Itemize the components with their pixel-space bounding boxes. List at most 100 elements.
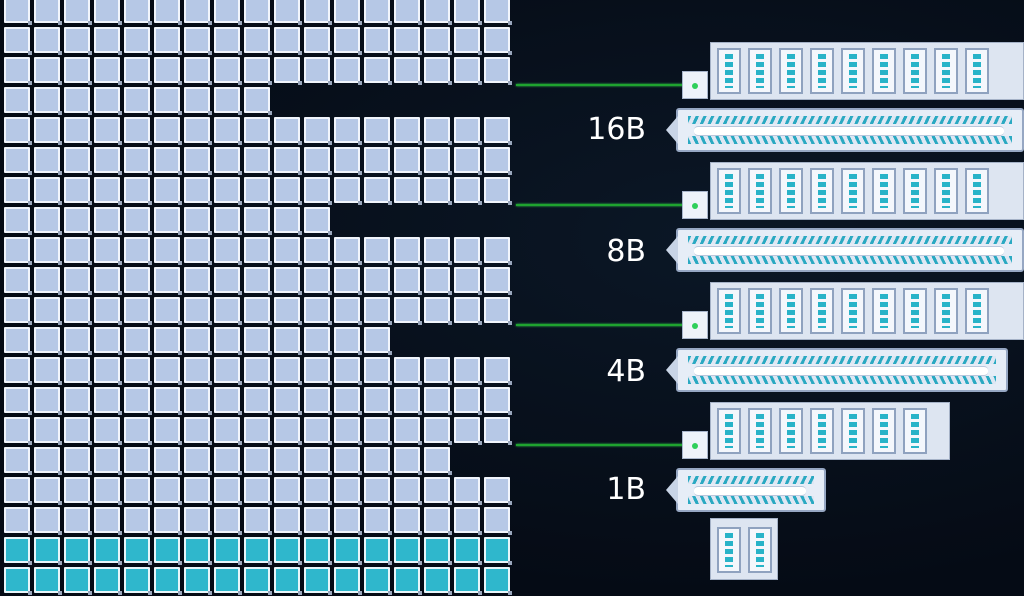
active-memory-cell[interactable] <box>304 537 332 565</box>
active-memory-cell[interactable] <box>214 537 242 565</box>
memory-cell[interactable] <box>334 447 362 475</box>
memory-cell[interactable] <box>34 447 62 475</box>
memory-cell[interactable] <box>454 117 482 145</box>
memory-cell[interactable] <box>184 417 212 445</box>
active-memory-cell[interactable] <box>454 537 482 565</box>
memory-cell[interactable] <box>124 87 152 115</box>
memory-cell[interactable] <box>154 57 182 85</box>
memory-cell[interactable] <box>64 387 92 415</box>
ram-chip[interactable] <box>872 168 896 214</box>
memory-cell[interactable] <box>64 57 92 85</box>
memory-cell[interactable] <box>424 177 452 205</box>
memory-cell[interactable] <box>364 267 392 295</box>
memory-cell[interactable] <box>364 477 392 505</box>
active-memory-cell[interactable] <box>364 537 392 565</box>
memory-cell[interactable] <box>94 57 122 85</box>
memory-cell[interactable] <box>34 507 62 535</box>
memory-cell[interactable] <box>484 0 512 25</box>
memory-cell[interactable] <box>394 507 422 535</box>
memory-cell[interactable] <box>154 27 182 55</box>
memory-cell[interactable] <box>4 117 32 145</box>
memory-cell[interactable] <box>94 0 122 25</box>
memory-cell[interactable] <box>214 0 242 25</box>
memory-cell[interactable] <box>214 27 242 55</box>
memory-cell[interactable] <box>124 267 152 295</box>
ram-chip[interactable] <box>841 408 865 454</box>
memory-cell[interactable] <box>64 27 92 55</box>
memory-cell[interactable] <box>454 387 482 415</box>
memory-cell[interactable] <box>4 177 32 205</box>
memory-cell[interactable] <box>274 447 302 475</box>
ram-chip[interactable] <box>841 48 865 94</box>
memory-cell[interactable] <box>64 147 92 175</box>
memory-cell[interactable] <box>334 0 362 25</box>
memory-cell[interactable] <box>4 297 32 325</box>
active-memory-cell[interactable] <box>124 567 152 595</box>
memory-cell[interactable] <box>304 207 332 235</box>
active-memory-cell[interactable] <box>424 537 452 565</box>
memory-cell[interactable] <box>394 447 422 475</box>
memory-cell[interactable] <box>94 177 122 205</box>
memory-cell[interactable] <box>34 237 62 265</box>
memory-cell[interactable] <box>214 267 242 295</box>
memory-cell[interactable] <box>154 177 182 205</box>
memory-cell[interactable] <box>244 117 272 145</box>
ram-chip[interactable] <box>872 408 896 454</box>
memory-cell[interactable] <box>364 147 392 175</box>
memory-cell[interactable] <box>64 177 92 205</box>
ram-chip[interactable] <box>903 288 927 334</box>
ram-chip[interactable] <box>965 48 989 94</box>
memory-cell[interactable] <box>64 0 92 25</box>
memory-cell[interactable] <box>184 447 212 475</box>
memory-cell[interactable] <box>64 417 92 445</box>
memory-cell[interactable] <box>304 27 332 55</box>
memory-cell[interactable] <box>34 297 62 325</box>
port-4b[interactable] <box>682 311 708 339</box>
memory-cell[interactable] <box>274 57 302 85</box>
memory-cell[interactable] <box>214 387 242 415</box>
memory-cell[interactable] <box>274 387 302 415</box>
memory-cell[interactable] <box>304 387 332 415</box>
memory-cell[interactable] <box>424 477 452 505</box>
memory-cell[interactable] <box>274 327 302 355</box>
memory-cell[interactable] <box>154 387 182 415</box>
memory-cell[interactable] <box>184 237 212 265</box>
port-1b[interactable] <box>682 431 708 459</box>
memory-cell[interactable] <box>124 57 152 85</box>
memory-cell[interactable] <box>244 327 272 355</box>
memory-cell[interactable] <box>304 267 332 295</box>
ram-chip[interactable] <box>748 288 772 334</box>
memory-cell[interactable] <box>154 267 182 295</box>
memory-cell[interactable] <box>304 417 332 445</box>
ram-chip[interactable] <box>841 168 865 214</box>
memory-cell[interactable] <box>364 327 392 355</box>
memory-cell[interactable] <box>484 477 512 505</box>
port-16b[interactable] <box>682 71 708 99</box>
memory-cell[interactable] <box>94 327 122 355</box>
active-memory-cell[interactable] <box>214 567 242 595</box>
memory-cell[interactable] <box>94 87 122 115</box>
memory-cell[interactable] <box>424 357 452 385</box>
ram-chip[interactable] <box>903 408 927 454</box>
memory-cell[interactable] <box>274 507 302 535</box>
memory-cell[interactable] <box>364 357 392 385</box>
memory-cell[interactable] <box>214 507 242 535</box>
memory-cell[interactable] <box>124 327 152 355</box>
memory-cell[interactable] <box>484 237 512 265</box>
ram-chip[interactable] <box>717 408 741 454</box>
memory-cell[interactable] <box>334 117 362 145</box>
memory-cell[interactable] <box>184 147 212 175</box>
memory-cell[interactable] <box>34 117 62 145</box>
memory-cell[interactable] <box>184 0 212 25</box>
memory-cell[interactable] <box>394 57 422 85</box>
ram-chip[interactable] <box>748 527 772 573</box>
memory-cell[interactable] <box>484 27 512 55</box>
active-memory-cell[interactable] <box>64 567 92 595</box>
memory-cell[interactable] <box>394 357 422 385</box>
memory-cell[interactable] <box>424 507 452 535</box>
memory-cell[interactable] <box>484 57 512 85</box>
memory-cell[interactable] <box>244 357 272 385</box>
memory-cell[interactable] <box>364 117 392 145</box>
memory-cell[interactable] <box>454 57 482 85</box>
memory-cell[interactable] <box>424 267 452 295</box>
